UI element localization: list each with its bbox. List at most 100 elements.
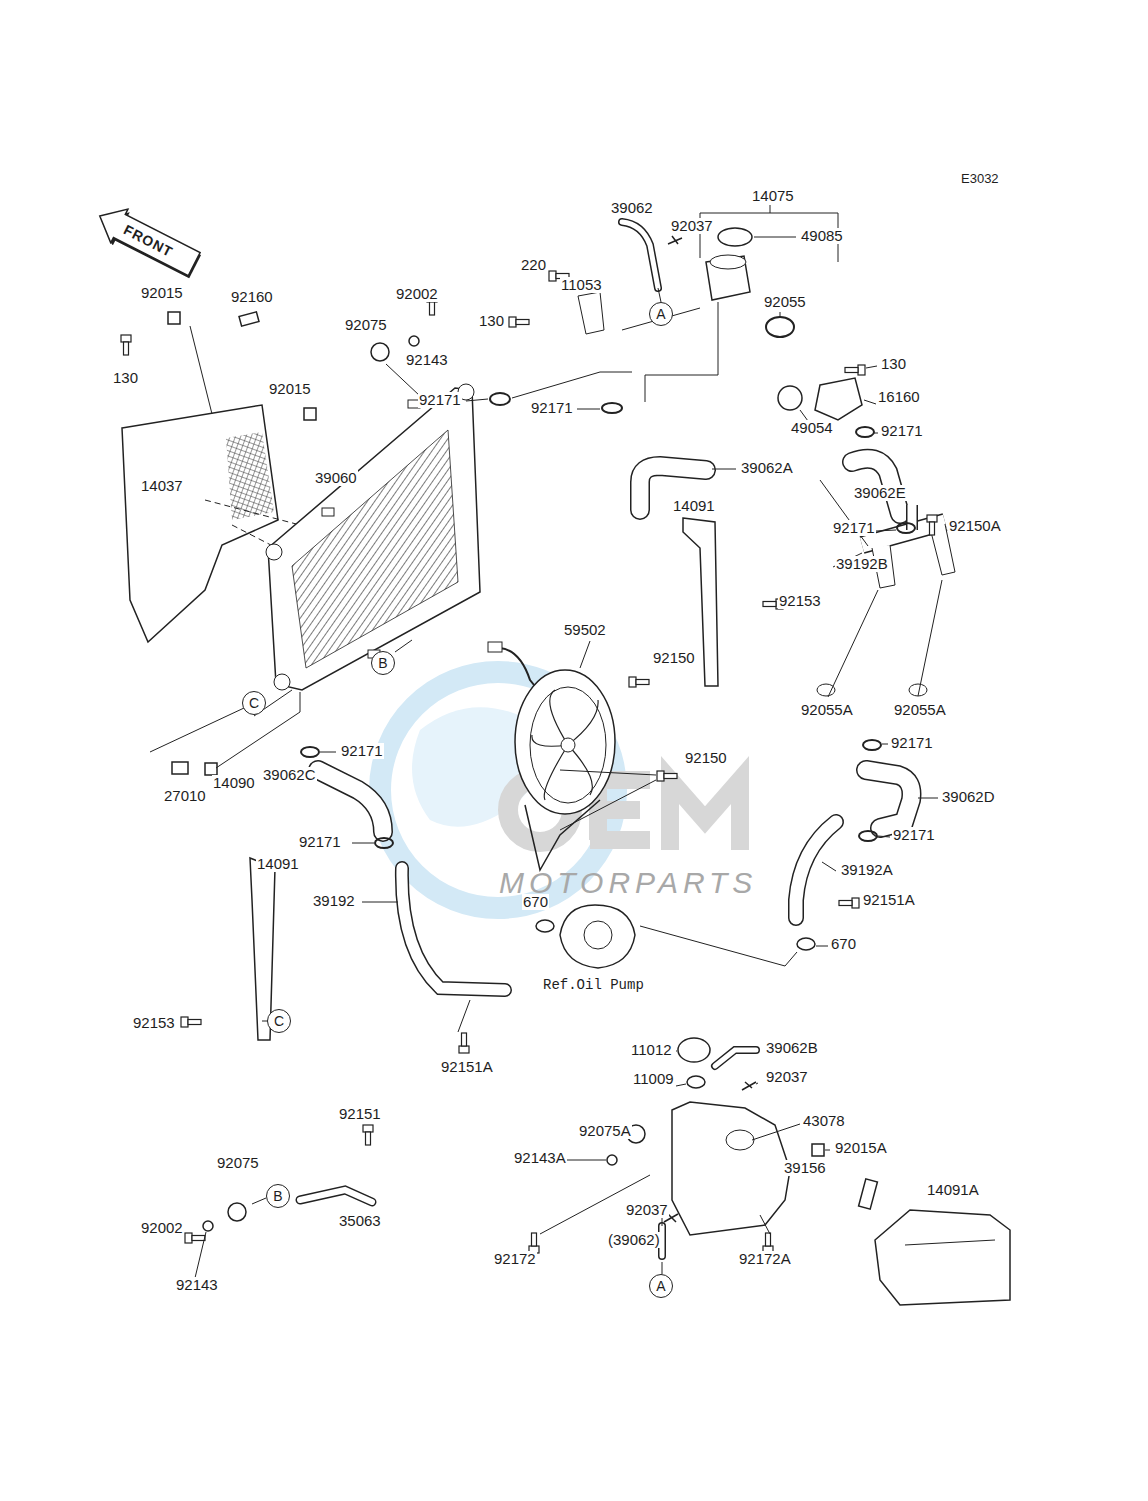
part-outline: [687, 1076, 705, 1088]
part-outline: [226, 432, 274, 520]
part-outline: [490, 393, 510, 405]
part-outline: [875, 1210, 1010, 1305]
part-outline: [301, 747, 319, 757]
callout-number: 39062E: [853, 485, 907, 501]
callout-number: (39062): [607, 1232, 661, 1248]
part-outline: [532, 690, 598, 800]
water-pipe: [817, 505, 955, 696]
part-outline: [607, 1155, 617, 1165]
part-outline: [409, 336, 419, 346]
part-outline: [715, 1050, 756, 1066]
part-outline: [778, 386, 802, 410]
part-outline: [797, 938, 815, 950]
callout-number: 92150: [652, 650, 696, 666]
reference-circle: C: [242, 691, 266, 715]
callout-number: 92171: [298, 834, 342, 850]
bolts: [121, 271, 937, 1253]
leader-lines: [150, 205, 942, 1278]
part-outline: [203, 1221, 213, 1231]
part-outline: [560, 905, 635, 968]
reference-circle: B: [266, 1184, 290, 1208]
part-outline: [670, 780, 740, 850]
part-outline: [863, 740, 881, 750]
part-outline: [318, 770, 383, 832]
part-outline: [602, 403, 622, 413]
reserve-tank: [664, 1038, 1010, 1305]
callout-number: 39062B: [765, 1040, 819, 1056]
callout-number: 92002: [140, 1220, 184, 1236]
reference-circle: B: [371, 651, 395, 675]
callout-number: 11053: [560, 277, 603, 293]
callout-number: 39062A: [740, 460, 794, 476]
callout-number: 35063: [338, 1213, 382, 1229]
part-outline: [672, 1102, 790, 1235]
callout-number: 14075: [751, 188, 795, 204]
part-outline: [266, 544, 282, 560]
callout-number: 43078: [802, 1113, 846, 1129]
brackets: [168, 312, 877, 1231]
callout-number: 92150A: [948, 518, 1002, 534]
callout-number: 130: [112, 370, 139, 386]
reference-circle: A: [649, 1274, 673, 1298]
part-outline: [529, 1233, 539, 1253]
part-outline: [706, 256, 750, 300]
part-outline: [121, 335, 131, 355]
callout-number: 92151: [338, 1106, 382, 1122]
part-outline: [402, 868, 505, 990]
callout-number: 220: [520, 257, 547, 273]
part-outline: [726, 1130, 754, 1150]
reference-letter: B: [378, 656, 387, 670]
part-outline: [622, 222, 658, 288]
callout-number: 92055: [763, 294, 807, 310]
part-outline: [459, 1033, 469, 1053]
callout-number: 39192B: [835, 556, 889, 572]
callout-number: 14091: [256, 856, 300, 872]
water-pump: [536, 905, 815, 968]
part-outline: [530, 687, 606, 803]
part-outline: [796, 822, 836, 918]
part-outline: [766, 317, 794, 337]
part-outline: [856, 427, 874, 437]
callout-number: 92160: [230, 289, 274, 305]
part-outline: [274, 674, 290, 690]
callout-number: 14091A: [926, 1182, 980, 1198]
callout-number: 92172: [493, 1251, 537, 1267]
part-outline: [629, 677, 649, 687]
part-outline: [845, 365, 865, 375]
part-outline: [536, 920, 554, 932]
callout-number: 92171: [418, 392, 462, 408]
callout-number: 92015: [268, 381, 312, 397]
callout-number: 92143: [175, 1277, 219, 1293]
callout-number: 92172A: [738, 1251, 792, 1267]
part-outline: [866, 770, 911, 828]
part-outline: [363, 1125, 373, 1145]
reference-letter: B: [273, 1189, 282, 1203]
diagram-code: E3032: [960, 171, 1000, 187]
reference-letter: C: [274, 1014, 284, 1028]
callout-number: 92150: [684, 750, 728, 766]
part-outline: [657, 771, 677, 781]
part-outline: [715, 1050, 756, 1066]
callout-number: 92015: [140, 285, 184, 301]
callout-number: 59502: [563, 622, 607, 638]
part-outline: [228, 1203, 246, 1221]
part-outline: [763, 1233, 773, 1253]
part-outline: [678, 1038, 710, 1062]
part-outline: [122, 405, 278, 642]
callout-number: 92151A: [862, 892, 916, 908]
callout-number: 16160: [877, 389, 921, 405]
part-outline: [622, 222, 658, 288]
part-outline: [897, 523, 915, 533]
callout-number: 130: [880, 356, 907, 372]
callout-number: 92055A: [800, 702, 854, 718]
callout-number: 39062C: [262, 767, 317, 783]
callout-number: 92143: [405, 352, 449, 368]
callout-number: 670: [830, 936, 857, 952]
part-outline: [304, 408, 316, 420]
callout-number: 14037: [140, 478, 184, 494]
callout-number: 130: [478, 313, 505, 329]
callout-number: 14090: [212, 775, 256, 791]
part-outline: [561, 738, 575, 752]
callout-number: 39192A: [840, 862, 894, 878]
